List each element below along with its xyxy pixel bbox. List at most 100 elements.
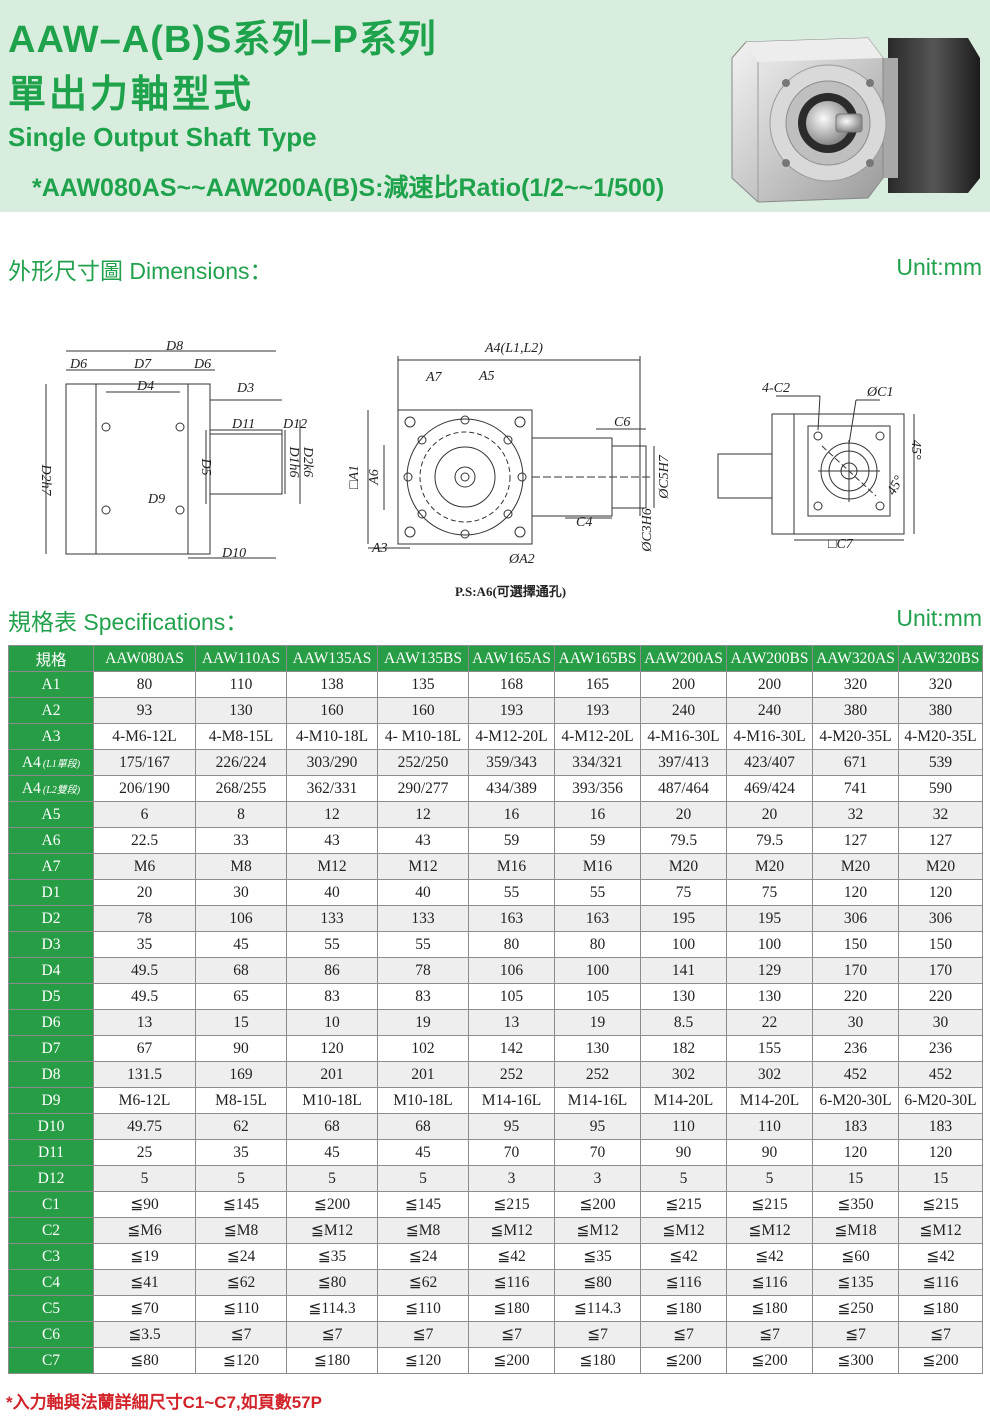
svg-text:D1h6: D1h6 — [286, 445, 301, 477]
row-label: D1 — [8, 879, 94, 906]
table-cell: 240 — [640, 697, 727, 724]
table-cell: 19 — [554, 1009, 641, 1036]
table-cell: 4-M10-18L — [286, 723, 378, 750]
table-cell: 160 — [377, 697, 469, 724]
row-label-text: C6 — [41, 1325, 61, 1343]
table-cell: 397/413 — [640, 749, 727, 776]
row-label-text: D2 — [41, 909, 61, 927]
header-banner: AAW–A(B)S系列–P系列 單出力軸型式 Single Output Sha… — [0, 0, 990, 212]
svg-text:D4: D4 — [136, 379, 154, 394]
table-cell: 15 — [195, 1009, 287, 1036]
svg-text:D9: D9 — [147, 492, 165, 507]
table-cell: 55 — [554, 879, 641, 906]
table-cell: ≦3.5 — [93, 1321, 196, 1348]
table-cell: ≦M12 — [726, 1217, 813, 1244]
table-cell: ≦7 — [468, 1321, 555, 1348]
table-cell: 200 — [640, 671, 727, 698]
table-cell: 68 — [195, 957, 287, 984]
table-cell: ≦180 — [726, 1295, 813, 1322]
table-cell: 79.5 — [640, 827, 727, 854]
table-cell: ≦215 — [468, 1191, 555, 1218]
table-cell: 4-M8-15L — [195, 723, 287, 750]
table-cell: 168 — [468, 671, 555, 698]
svg-text:45°: 45° — [908, 440, 923, 460]
row-label: C4 — [8, 1269, 94, 1296]
table-cell: 130 — [554, 1035, 641, 1062]
row-label-text: D9 — [41, 1091, 61, 1109]
table-cell: 86 — [286, 957, 378, 984]
row-label: D10 — [8, 1113, 94, 1140]
row-label: D11 — [8, 1139, 94, 1166]
table-cell: 79.5 — [726, 827, 813, 854]
table-cell: ≦42 — [468, 1243, 555, 1270]
row-label-text: C7 — [41, 1351, 61, 1369]
model-header: AAW320AS — [812, 645, 899, 672]
table-cell: 142 — [468, 1035, 555, 1062]
table-cell: 110 — [726, 1113, 813, 1140]
table-cell: 75 — [726, 879, 813, 906]
row-label-text: D10 — [37, 1117, 65, 1135]
table-cell: M10-18L — [377, 1087, 469, 1114]
row-label: C6 — [8, 1321, 94, 1348]
table-cell: ≦200 — [554, 1191, 641, 1218]
table-cell: 32 — [898, 801, 983, 828]
table-cell: ≦250 — [812, 1295, 899, 1322]
table-cell: M16 — [554, 853, 641, 880]
table-cell: 130 — [640, 983, 727, 1010]
table-row: C2≦M6≦M8≦M12≦M8≦M12≦M12≦M12≦M12≦M18≦M12 — [8, 1217, 983, 1244]
front-view-labels: D8 D6 D7 D6 D4 D3 D11 D12 D2h7 D5 D1h6 D… — [38, 339, 315, 561]
table-cell: 206/190 — [93, 775, 196, 802]
table-cell: 130 — [726, 983, 813, 1010]
table-cell: 452 — [812, 1061, 899, 1088]
table-cell: ≦7 — [286, 1321, 378, 1348]
table-cell: 5 — [286, 1165, 378, 1192]
table-cell: ≦200 — [286, 1191, 378, 1218]
table-cell: 40 — [377, 879, 469, 906]
table-cell: 165 — [554, 671, 641, 698]
row-label: D2 — [8, 905, 94, 932]
table-cell: 236 — [898, 1035, 983, 1062]
table-cell: 83 — [377, 983, 469, 1010]
table-cell: 5 — [195, 1165, 287, 1192]
svg-text:4-C2: 4-C2 — [762, 381, 790, 396]
table-cell: 80 — [93, 671, 196, 698]
table-cell: ≦215 — [726, 1191, 813, 1218]
row-label-text: D4 — [41, 961, 61, 979]
table-cell: 90 — [640, 1139, 727, 1166]
table-cell: 201 — [377, 1061, 469, 1088]
table-cell: 30 — [898, 1009, 983, 1036]
table-cell: 150 — [812, 931, 899, 958]
table-cell: 83 — [286, 983, 378, 1010]
table-cell: 45 — [195, 931, 287, 958]
row-label: C1 — [8, 1191, 94, 1218]
table-cell: 49.5 — [93, 983, 196, 1010]
table-cell: 30 — [812, 1009, 899, 1036]
table-cell: 138 — [286, 671, 378, 698]
table-cell: 20 — [93, 879, 196, 906]
table-cell: M6 — [93, 853, 196, 880]
model-header: AAW165AS — [468, 645, 555, 672]
table-cell: ≦M8 — [377, 1217, 469, 1244]
table-cell: 195 — [726, 905, 813, 932]
table-cell: 106 — [195, 905, 287, 932]
table-cell: 6-M20-30L — [898, 1087, 983, 1114]
table-cell: ≦200 — [726, 1347, 813, 1374]
table-cell: 252 — [554, 1061, 641, 1088]
table-cell: M20 — [898, 853, 983, 880]
table-cell: M12 — [377, 853, 469, 880]
table-cell: 65 — [195, 983, 287, 1010]
row-label: C2 — [8, 1217, 94, 1244]
table-cell: ≦350 — [812, 1191, 899, 1218]
svg-text:A6: A6 — [367, 469, 382, 486]
table-cell: 539 — [898, 749, 983, 776]
model-header: AAW320BS — [898, 645, 983, 672]
table-cell: ≦7 — [377, 1321, 469, 1348]
row-label: D6 — [8, 1009, 94, 1036]
model-header: AAW200BS — [726, 645, 813, 672]
table-cell: 49.75 — [93, 1113, 196, 1140]
model-header: AAW080AS — [93, 645, 196, 672]
